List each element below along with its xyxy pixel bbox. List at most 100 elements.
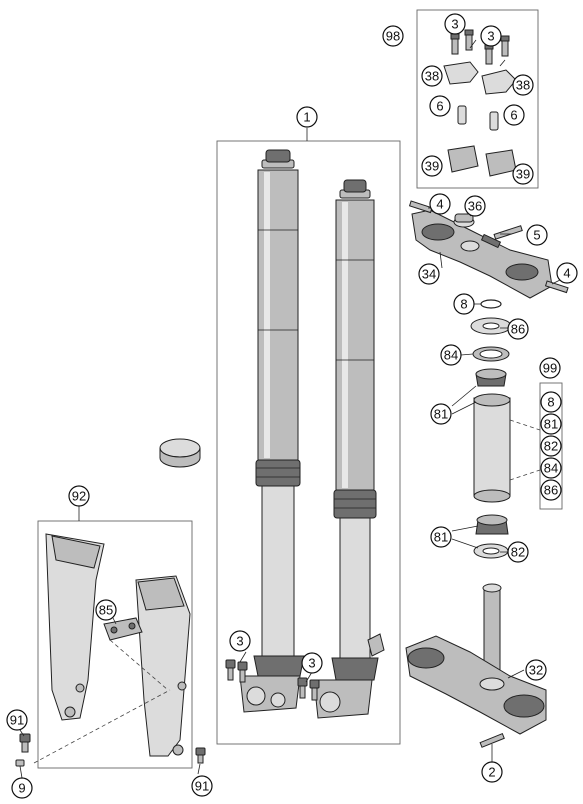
bearing-kit-box	[539, 382, 563, 510]
callout-84-kit: 84	[540, 457, 562, 479]
fork-leg-left	[239, 149, 305, 713]
callout-85-label: 85	[99, 603, 113, 618]
callout-99: 99	[539, 357, 561, 379]
callout-38-label: 38	[425, 69, 439, 84]
upper-triple-clamp	[411, 209, 553, 299]
callout-36: 36	[464, 195, 486, 217]
callout-84-label: 84	[544, 461, 558, 476]
callout-81-bottom: 81	[430, 526, 452, 548]
callout-82-kit: 82	[540, 435, 562, 457]
callout-38-right: 38	[512, 74, 534, 96]
callout-38-left: 38	[421, 65, 443, 87]
callouts: 1 98 3 3 38 38 6 6 39 39 4 36 5 34 4 8 8…	[6, 13, 578, 799]
callout-32: 32	[525, 659, 547, 681]
clamp-bolt-4-left	[408, 200, 433, 214]
callout-3-label: 3	[308, 656, 315, 671]
callout-84-stack: 84	[440, 344, 462, 366]
callout-3-label: 3	[451, 17, 458, 32]
callout-81-kit: 81	[540, 413, 562, 435]
dust-seal-86-top	[470, 317, 512, 335]
callout-81-label: 81	[544, 417, 558, 432]
o-ring-8	[480, 299, 502, 309]
axle-clamp-bolts-left	[225, 659, 248, 683]
callout-3-fork-right: 3	[301, 652, 323, 674]
callout-9: 9	[11, 777, 33, 799]
callout-4-label: 4	[436, 197, 443, 212]
callout-1-label: 1	[303, 110, 310, 125]
callout-91-right: 91	[191, 775, 213, 797]
callout-39-label: 39	[425, 159, 439, 174]
callout-3-kit-right: 3	[480, 25, 502, 47]
callout-8-label: 8	[460, 297, 467, 312]
fork-guard-left	[45, 533, 105, 721]
callout-34-label: 34	[422, 267, 436, 282]
callout-84-label: 84	[444, 348, 458, 363]
callout-81-label: 81	[434, 407, 448, 422]
stem-bolt-2	[479, 732, 505, 748]
callout-86-label: 86	[511, 322, 525, 337]
fork-leg-right	[313, 179, 385, 719]
callout-39-left: 39	[421, 155, 443, 177]
callout-5: 5	[526, 224, 548, 246]
callout-3-fork-left: 3	[229, 630, 251, 652]
callout-4-label: 4	[563, 266, 570, 281]
callout-82-stack: 82	[507, 541, 529, 563]
callout-92-label: 92	[72, 489, 86, 504]
callout-86-stack: 86	[507, 318, 529, 340]
callout-3-kit-left: 3	[444, 13, 466, 35]
callout-6-right: 6	[503, 104, 525, 126]
callout-8-label: 8	[547, 395, 554, 410]
callout-98-label: 98	[386, 29, 400, 44]
callout-9-label: 9	[18, 781, 25, 796]
clamp-bolt-5	[493, 225, 523, 240]
callout-85: 85	[95, 599, 117, 621]
callout-82-label: 82	[511, 545, 525, 560]
bolt-91-left	[19, 733, 31, 753]
callout-82-label: 82	[544, 439, 558, 454]
clamp-kit-parts	[443, 29, 517, 177]
guard-bracket	[103, 617, 143, 641]
callout-39-label: 39	[516, 167, 530, 182]
callout-8-kit: 8	[540, 391, 562, 413]
callout-3-label: 3	[236, 634, 243, 649]
fork-guard-box	[37, 520, 193, 769]
callout-81-label: 81	[434, 530, 448, 545]
callout-4-right: 4	[556, 262, 578, 284]
callout-81-top: 81	[430, 403, 452, 425]
callout-86-label: 86	[544, 483, 558, 498]
head-tube-section	[473, 393, 541, 503]
callout-6-label: 6	[436, 99, 443, 114]
bearing-81-bottom	[475, 514, 509, 535]
callout-5-label: 5	[533, 228, 540, 243]
callout-86-kit: 86	[540, 479, 562, 501]
dust-seal-82-bottom	[473, 543, 509, 559]
bearing-race-84-top	[472, 346, 510, 362]
top-nut-36	[453, 213, 475, 228]
bearing-81-top	[475, 368, 507, 387]
callout-34: 34	[418, 263, 440, 285]
screw-9	[15, 759, 25, 767]
callout-36-label: 36	[468, 199, 482, 214]
clamp-bolt-4-right	[544, 280, 569, 294]
callout-8-stack: 8	[453, 293, 475, 315]
fork-guard-right	[135, 575, 191, 757]
callout-91-label: 91	[195, 779, 209, 794]
callout-6-left: 6	[429, 95, 451, 117]
callout-91-label: 91	[10, 713, 24, 728]
callout-92: 92	[68, 485, 90, 507]
bolt-91-right	[195, 747, 206, 764]
callout-38-label: 38	[516, 78, 530, 93]
callout-99-label: 99	[543, 361, 557, 376]
leader-lines	[19, 39, 561, 779]
axle-clamp-bolts-right	[297, 677, 320, 701]
callout-39-right: 39	[512, 163, 534, 185]
callout-4-top: 4	[429, 193, 451, 215]
callout-2: 2	[481, 761, 503, 783]
callout-98: 98	[382, 25, 404, 47]
fork-assembly-box	[216, 140, 401, 745]
callout-91-left: 91	[6, 709, 28, 731]
lower-triple-clamp	[405, 583, 547, 735]
clamp-kit-box	[416, 9, 539, 189]
callout-6-label: 6	[510, 108, 517, 123]
loose-ring	[159, 438, 201, 468]
